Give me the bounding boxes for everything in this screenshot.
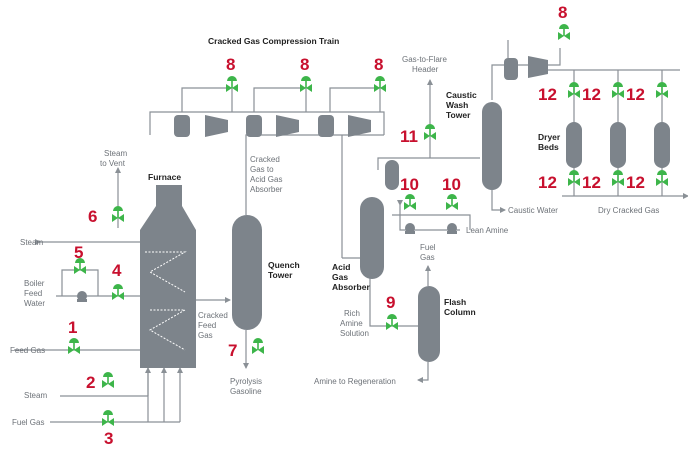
valve-numbers: 1 2 3 4 5 6 7 8 8 8 8 9 10 10 11 12 12 1…: [68, 3, 645, 448]
flash-column: [418, 286, 440, 362]
furnace: [140, 185, 196, 368]
acid-gas-absorber-label: Acid Gas Absorber: [332, 262, 370, 292]
caustic-wash-tower: [482, 102, 502, 190]
valve-12b-number: 12: [582, 85, 601, 104]
valve-8d-icon[interactable]: [557, 23, 571, 41]
valve-9-number: 9: [386, 293, 395, 312]
acid-gas-absorber: [360, 197, 384, 279]
quench-tower: [232, 215, 262, 330]
caustic-water-label: Caustic Water: [508, 206, 558, 215]
valve-7-number: 7: [228, 341, 237, 360]
piping: [14, 40, 688, 423]
lean-amine-label: Lean Amine: [466, 226, 509, 235]
rich-amine-label: Rich Amine Solution: [340, 309, 369, 338]
absorber-top-drum: [385, 160, 399, 190]
gas-to-flare-label: Gas-to-Flare Header: [402, 55, 449, 74]
quench-tower-label: Quench Tower: [268, 260, 302, 280]
steam-to-vent-label: Steam to Vent: [100, 149, 129, 168]
valve-9-icon[interactable]: [385, 313, 399, 331]
valve-10b-number: 10: [442, 175, 461, 194]
steam-label: Steam: [20, 238, 43, 247]
cracked-feed-gas-label: Cracked Feed Gas: [198, 311, 230, 340]
valve-12a-number: 12: [538, 85, 557, 104]
valve-12e-number: 12: [582, 173, 601, 192]
valve-8c-number: 8: [374, 55, 383, 74]
valve-3-number: 3: [104, 429, 113, 448]
valve-3-icon[interactable]: [101, 409, 115, 427]
valve-10a-icon[interactable]: [403, 193, 417, 211]
valve-7-icon[interactable]: [251, 337, 265, 355]
valve-2-icon[interactable]: [101, 371, 115, 389]
valve-5-number: 5: [74, 243, 83, 262]
valve-10a-number: 10: [400, 175, 419, 194]
diagram-title: Cracked Gas Compression Train: [208, 36, 339, 46]
valve-2-number: 2: [86, 373, 95, 392]
compressor-stages: [174, 56, 548, 137]
valve-1-icon[interactable]: [67, 337, 81, 355]
dryer-beds: [566, 122, 670, 168]
valve-8b-number: 8: [300, 55, 309, 74]
amine-to-regeneration-label: Amine to Regeneration: [314, 377, 396, 386]
fuel-gas-label: Fuel Gas: [12, 418, 44, 427]
amine-pump-2-icon: [447, 223, 457, 234]
valve-11-number: 11: [400, 127, 418, 146]
valve-12f-number: 12: [626, 173, 645, 192]
valve-8d-number: 8: [558, 3, 567, 22]
dryer-beds-label: Dryer Beds: [538, 132, 563, 152]
furnace-label: Furnace: [148, 172, 181, 182]
flash-column-label: Flash Column: [444, 297, 476, 317]
pyrolysis-gasoline-label: Pyrolysis Gasoline: [230, 377, 264, 396]
caustic-wash-tower-label: Caustic Wash Tower: [446, 90, 479, 120]
valve-12d-number: 12: [538, 173, 557, 192]
bfw-pump-icon: [77, 291, 87, 302]
valve-10b-icon[interactable]: [445, 193, 459, 211]
valve-4-icon[interactable]: [111, 283, 125, 301]
amine-pump-1-icon: [405, 223, 415, 234]
fuel-gas-top-label: Fuel Gas: [420, 243, 438, 262]
valve-4-number: 4: [112, 261, 122, 280]
dry-cracked-gas-label: Dry Cracked Gas: [598, 206, 659, 215]
boiler-feed-water-label: Boiler Feed Water: [24, 279, 47, 308]
feed-gas-label: Feed Gas: [10, 346, 45, 355]
valve-12c-number: 12: [626, 85, 645, 104]
cracked-gas-to-absorber-label: Cracked Gas to Acid Gas Absorber: [250, 155, 285, 194]
steam-bottom-label: Steam: [24, 391, 47, 400]
valve-1-number: 1: [68, 318, 77, 337]
valve-6-number: 6: [88, 207, 97, 226]
valve-8a-number: 8: [226, 55, 235, 74]
